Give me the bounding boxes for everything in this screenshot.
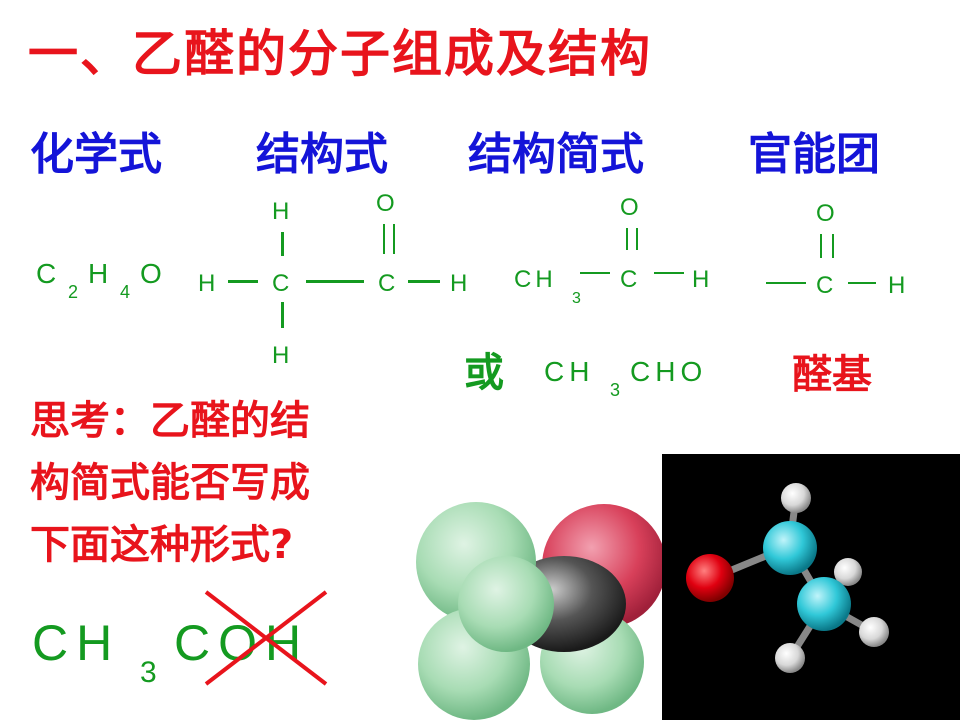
wrong-sub3: 3	[140, 656, 157, 689]
sf-h-bottom: H	[272, 342, 290, 369]
heading-condensed-formula: 结构简式	[468, 129, 644, 180]
heading-functional-group: 官能团	[748, 129, 880, 180]
mf-carbon-sub: 2	[68, 282, 79, 302]
fg-double-bond-1	[820, 234, 822, 258]
fg-oxygen: O	[816, 200, 835, 227]
alt-ch: CH	[544, 356, 595, 387]
ball-and-stick-model-image	[686, 483, 889, 673]
cs-hydrogen: H	[692, 266, 710, 293]
cs-carbon: C	[620, 266, 638, 293]
fg-carbon: C	[816, 272, 834, 299]
cs-ch: CH	[514, 266, 557, 293]
heading-molecular-formula: 化学式	[30, 129, 162, 180]
wrong-ch: CH	[32, 615, 121, 671]
sf-c2: C	[378, 270, 396, 297]
sf-bond-right	[408, 280, 440, 283]
functional-group-name: 醛基	[792, 352, 872, 398]
question-line-2: 构简式能否写成	[30, 460, 310, 506]
fg-bond-right	[848, 282, 876, 284]
or-label: 或	[464, 350, 504, 396]
cs-double-bond-1	[626, 228, 628, 250]
cs-bond-right	[654, 272, 684, 274]
question-line-1: 思考：乙醛的结	[30, 398, 310, 444]
sf-h-right: H	[450, 270, 468, 297]
cs-oxygen: O	[620, 194, 639, 221]
mf-hydrogen: H	[88, 258, 109, 289]
sf-bond-left	[228, 280, 258, 283]
mf-carbon: C	[36, 258, 57, 289]
ball-and-stick-model-panel	[662, 454, 960, 720]
page-title: 一、乙醛的分子组成及结构	[28, 25, 652, 83]
mf-hydrogen-sub: 4	[120, 282, 131, 302]
cs-double-bond-2	[636, 228, 638, 250]
heading-structural-formula: 结构式	[256, 129, 388, 180]
cs-bond-left	[580, 272, 610, 274]
sf-c1: C	[272, 270, 290, 297]
question-line-3: 下面这种形式?	[30, 522, 294, 568]
alt-sub3: 3	[610, 380, 621, 400]
sf-bond-bottom	[281, 302, 284, 328]
fg-bond-left	[766, 282, 806, 284]
sf-bond-top	[281, 232, 284, 256]
sf-bond-cc	[306, 280, 364, 283]
mf-oxygen: O	[140, 258, 162, 289]
cross-mark-icon	[204, 590, 328, 686]
fg-hydrogen: H	[888, 272, 906, 299]
fg-double-bond-2	[832, 234, 834, 258]
alt-cho: CHO	[630, 356, 708, 387]
space-filling-model-image	[416, 502, 662, 720]
sf-double-bond-2	[393, 224, 395, 254]
sf-h-top: H	[272, 198, 290, 225]
cs-sub3: 3	[572, 290, 581, 307]
sf-double-bond-1	[383, 224, 385, 254]
sf-h-left: H	[198, 270, 216, 297]
sf-oxygen: O	[376, 190, 395, 217]
